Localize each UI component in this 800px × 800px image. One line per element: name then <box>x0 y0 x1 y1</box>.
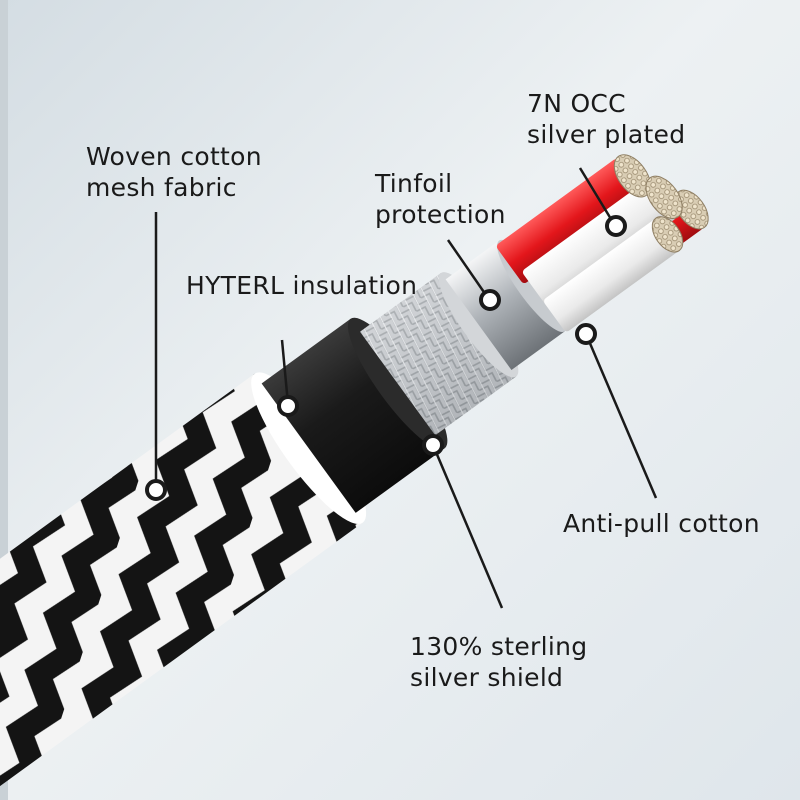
insulation-layer <box>261 318 445 513</box>
marker-anti-pull <box>575 323 597 345</box>
label-line: protection <box>375 200 506 229</box>
label-line: 7N OCC <box>527 89 626 118</box>
marker-hyterl <box>277 395 299 417</box>
label-hyterl: HYTERL insulation <box>186 270 417 301</box>
label-line: mesh fabric <box>86 173 237 202</box>
label-anti-pull: Anti-pull cotton <box>563 508 760 539</box>
leader-tinfoil <box>446 239 490 299</box>
tinfoil-layer <box>445 240 565 371</box>
label-line: Woven cotton <box>86 142 262 171</box>
label-silver-shield: 130% sterling silver shield <box>410 631 587 693</box>
leader-shield <box>431 444 504 609</box>
label-line: Tinfoil <box>375 169 453 198</box>
marker-occ <box>605 215 627 237</box>
label-woven-cotton: Woven cotton mesh fabric <box>86 141 262 203</box>
anti-pull-cotton-wire <box>544 219 678 332</box>
label-line: HYTERL insulation <box>186 271 418 300</box>
callout-markers <box>145 215 627 501</box>
woven-braid-jacket <box>0 373 363 799</box>
conductor-end <box>651 216 684 253</box>
label-tinfoil: Tinfoil protection <box>375 168 506 230</box>
marker-tinfoil <box>479 289 501 311</box>
label-line: 130% sterling <box>410 632 588 661</box>
leader-occ <box>578 167 616 225</box>
marker-shield <box>422 434 444 456</box>
white-wire <box>522 180 676 309</box>
conductor-end <box>613 154 652 198</box>
leader-anti-pull <box>584 333 658 499</box>
leader-hyterl <box>280 339 290 405</box>
conductor-end <box>674 189 709 230</box>
left-edge-strip <box>0 0 8 800</box>
label-line: silver plated <box>527 120 686 149</box>
label-line: silver shield <box>410 663 564 692</box>
marker-woven <box>145 479 167 501</box>
callout-lines <box>154 167 658 609</box>
label-line: Anti-pull cotton <box>563 509 760 538</box>
conductor-end <box>645 175 683 219</box>
inner-conductors <box>496 154 709 332</box>
label-7n-occ: 7N OCC silver plated <box>527 88 685 150</box>
red-wire <box>496 159 644 284</box>
